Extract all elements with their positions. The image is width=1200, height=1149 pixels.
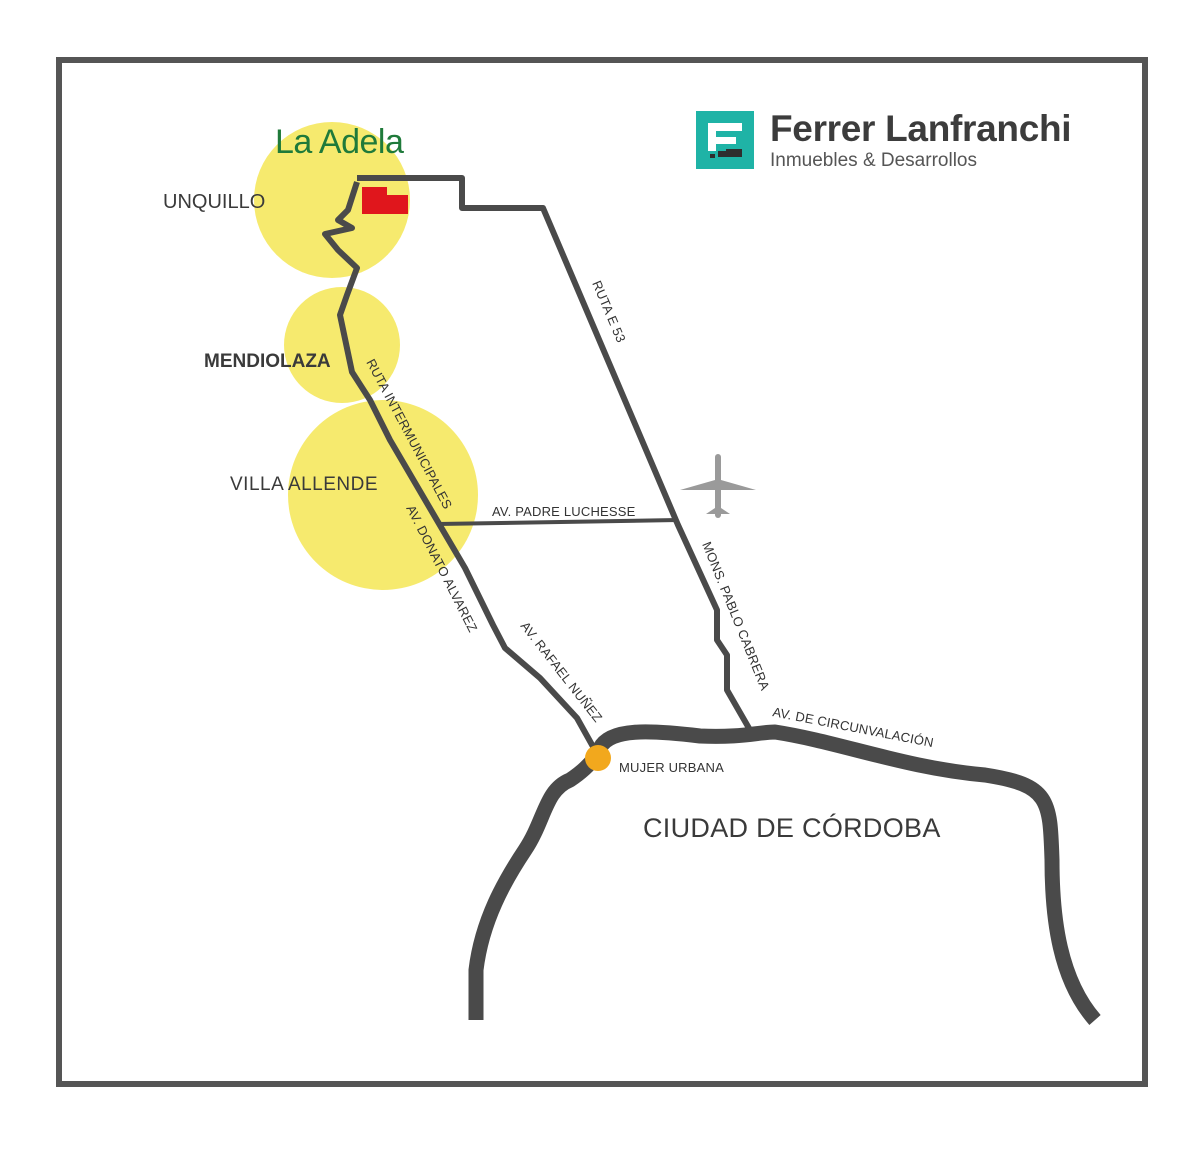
- map-frame: [56, 57, 1148, 1087]
- airplane-icon: [680, 454, 756, 518]
- mujer-urbana-label: MUJER URBANA: [619, 760, 724, 775]
- unquillo-label: UNQUILLO: [163, 191, 265, 213]
- padre-luchesse-label: AV. PADRE LUCHESSE: [492, 504, 636, 519]
- unquillo-area: [254, 122, 410, 278]
- mujer-urbana-roundabout: [585, 745, 611, 771]
- mendiolaza-area: [284, 287, 400, 403]
- padre-luchesse-road: [437, 518, 679, 526]
- ruta-intermunicipales-road: [322, 181, 599, 754]
- circunvalacion-road: [468, 724, 1101, 1025]
- ruta-e53-road: [357, 175, 753, 732]
- villa-allende-label: VILLA ALLENDE: [230, 474, 378, 495]
- brand-name: Ferrer Lanfranchi: [770, 108, 1072, 149]
- villa-allende-area: [288, 400, 478, 590]
- brand-logo: Ferrer Lanfranchi Inmuebles & Desarrollo…: [696, 108, 1072, 172]
- cordoba-label: CIUDAD DE CÓRDOBA: [643, 812, 941, 843]
- pablo-cabrera-label: MONS. PABLO CABRERA: [699, 540, 772, 693]
- brand-mark-icon: [696, 111, 754, 169]
- mendiolaza-label: MENDIOLAZA: [204, 351, 331, 372]
- property-lot-marker: [362, 187, 408, 214]
- project-title: La Adela: [275, 123, 404, 161]
- brand-tagline: Inmuebles & Desarrollos: [770, 150, 977, 171]
